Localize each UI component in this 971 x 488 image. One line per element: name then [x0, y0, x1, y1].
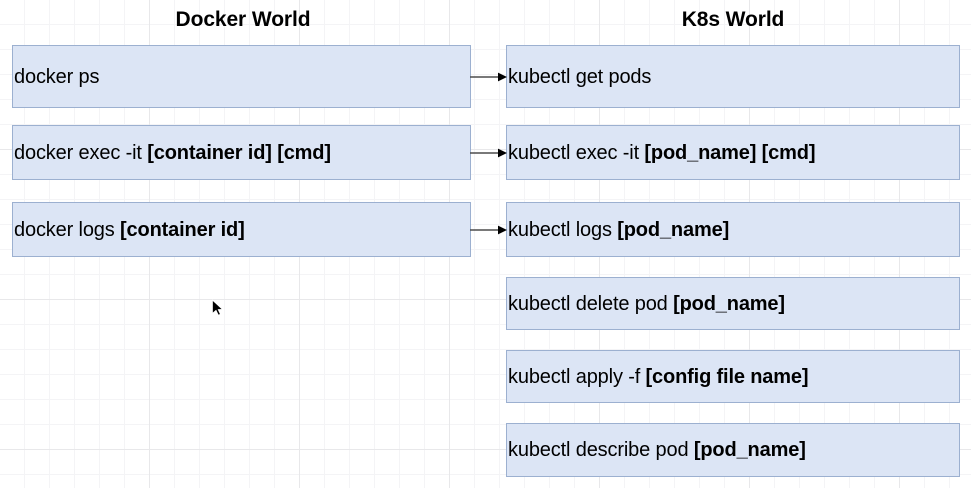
command-plain-part: kubectl delete pod — [508, 292, 674, 315]
command-plain-part: kubectl apply -f — [508, 365, 646, 388]
command-plain-part: kubectl exec -it — [508, 141, 645, 164]
k8s-command-text: kubectl apply -f [config file name] — [507, 365, 809, 388]
k8s-command-text: kubectl exec -it [pod_name] [cmd] — [507, 141, 816, 164]
command-bold-part: [container id] [cmd] — [147, 141, 331, 164]
command-plain-part: kubectl logs — [508, 218, 618, 241]
command-plain-part: docker exec -it — [14, 141, 148, 164]
k8s-command-box[interactable]: kubectl get pods — [506, 45, 960, 108]
docker-command-text: docker logs [container id] — [13, 219, 245, 241]
k8s-command-box[interactable]: kubectl describe pod [pod_name] — [506, 423, 960, 477]
command-bold-part: [pod_name] — [617, 218, 730, 241]
k8s-command-box[interactable]: kubectl delete pod [pod_name] — [506, 277, 960, 330]
command-plain-part: docker logs — [14, 218, 121, 241]
command-bold-part: [pod_name] — [673, 292, 785, 315]
k8s-command-box[interactable]: kubectl apply -f [config file name] — [506, 350, 960, 403]
k8s-command-box[interactable]: kubectl exec -it [pod_name] [cmd] — [506, 125, 960, 180]
docker-command-text: docker ps — [13, 65, 100, 88]
k8s-command-text: kubectl describe pod [pod_name] — [507, 439, 806, 461]
command-bold-part: [pod_name] — [693, 439, 806, 461]
docker-command-box[interactable]: docker logs [container id] — [12, 202, 471, 257]
docker-command-box[interactable]: docker ps — [12, 45, 471, 108]
connector-arrow-icon — [470, 225, 507, 235]
command-plain-part: kubectl get pods — [508, 65, 652, 88]
k8s-command-text: kubectl get pods — [507, 66, 651, 88]
command-plain-part: docker ps — [14, 65, 100, 88]
command-bold-part: [pod_name] [cmd] — [644, 141, 816, 164]
command-bold-part: [config file name] — [645, 365, 809, 388]
command-plain-part: kubectl describe pod — [508, 439, 694, 461]
command-bold-part: [container id] — [120, 218, 245, 241]
docker-command-text: docker exec -it [container id] [cmd] — [13, 142, 331, 164]
column-title-docker: Docker World — [175, 8, 311, 31]
k8s-command-text: kubectl delete pod [pod_name] — [507, 293, 785, 315]
k8s-command-text: kubectl logs [pod_name] — [507, 219, 729, 241]
connector-arrow-icon — [470, 148, 507, 158]
docker-command-box[interactable]: docker exec -it [container id] [cmd] — [12, 125, 471, 180]
mouse-cursor-icon — [212, 299, 224, 316]
column-title-k8s: K8s World — [681, 8, 785, 31]
connector-arrow-icon — [470, 72, 507, 82]
k8s-command-box[interactable]: kubectl logs [pod_name] — [506, 202, 960, 257]
